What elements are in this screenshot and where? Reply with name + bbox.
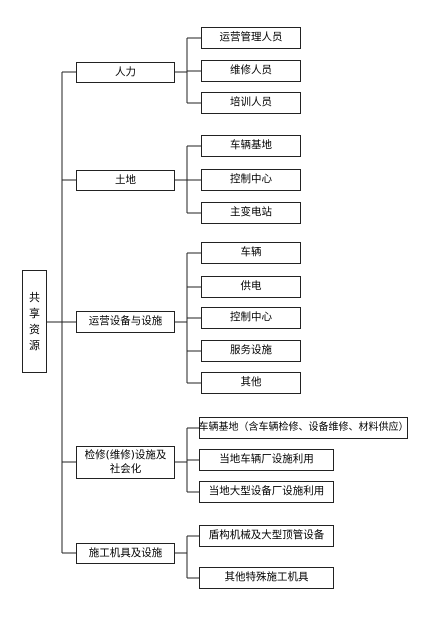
item-vehicles: 车辆 [201, 242, 301, 264]
root-char-3: 资 [29, 322, 40, 336]
root-char-1: 共 [29, 290, 40, 304]
root-char-2: 享 [29, 306, 40, 320]
category-maintenance-facilities: 检修(维修)设施及社会化 [76, 446, 175, 479]
category-manpower: 人力 [76, 62, 175, 83]
item-control-center-land: 控制中心 [201, 169, 301, 191]
item-local-vehicle-factory: 当地车辆厂设施利用 [199, 449, 334, 471]
item-other-special-machinery: 其他特殊施工机具 [199, 567, 334, 589]
item-main-substation: 主变电站 [201, 202, 301, 224]
root-char-4: 源 [29, 338, 40, 352]
category-land: 土地 [76, 170, 175, 191]
item-other-equipment: 其他 [201, 372, 301, 394]
category-construction-machinery: 施工机具及设施 [76, 543, 175, 564]
category-operating-equipment: 运营设备与设施 [76, 311, 175, 333]
item-operations-management-staff: 运营管理人员 [201, 27, 301, 49]
item-power-supply: 供电 [201, 276, 301, 298]
item-control-center: 控制中心 [201, 307, 301, 329]
item-training-staff: 培训人员 [201, 92, 301, 114]
item-service-facilities: 服务设施 [201, 340, 301, 362]
item-local-large-equipment-factory: 当地大型设备厂设施利用 [199, 481, 334, 503]
item-vehicle-depot-land: 车辆基地 [201, 135, 301, 157]
item-vehicle-depot-full: 车辆基地（含车辆检修、设备维修、材料供应） [199, 417, 409, 439]
root-node: 共 享 资 源 [22, 270, 47, 373]
item-shield-machines: 盾构机械及大型顶管设备 [199, 525, 334, 547]
item-maintenance-staff: 维修人员 [201, 60, 301, 82]
